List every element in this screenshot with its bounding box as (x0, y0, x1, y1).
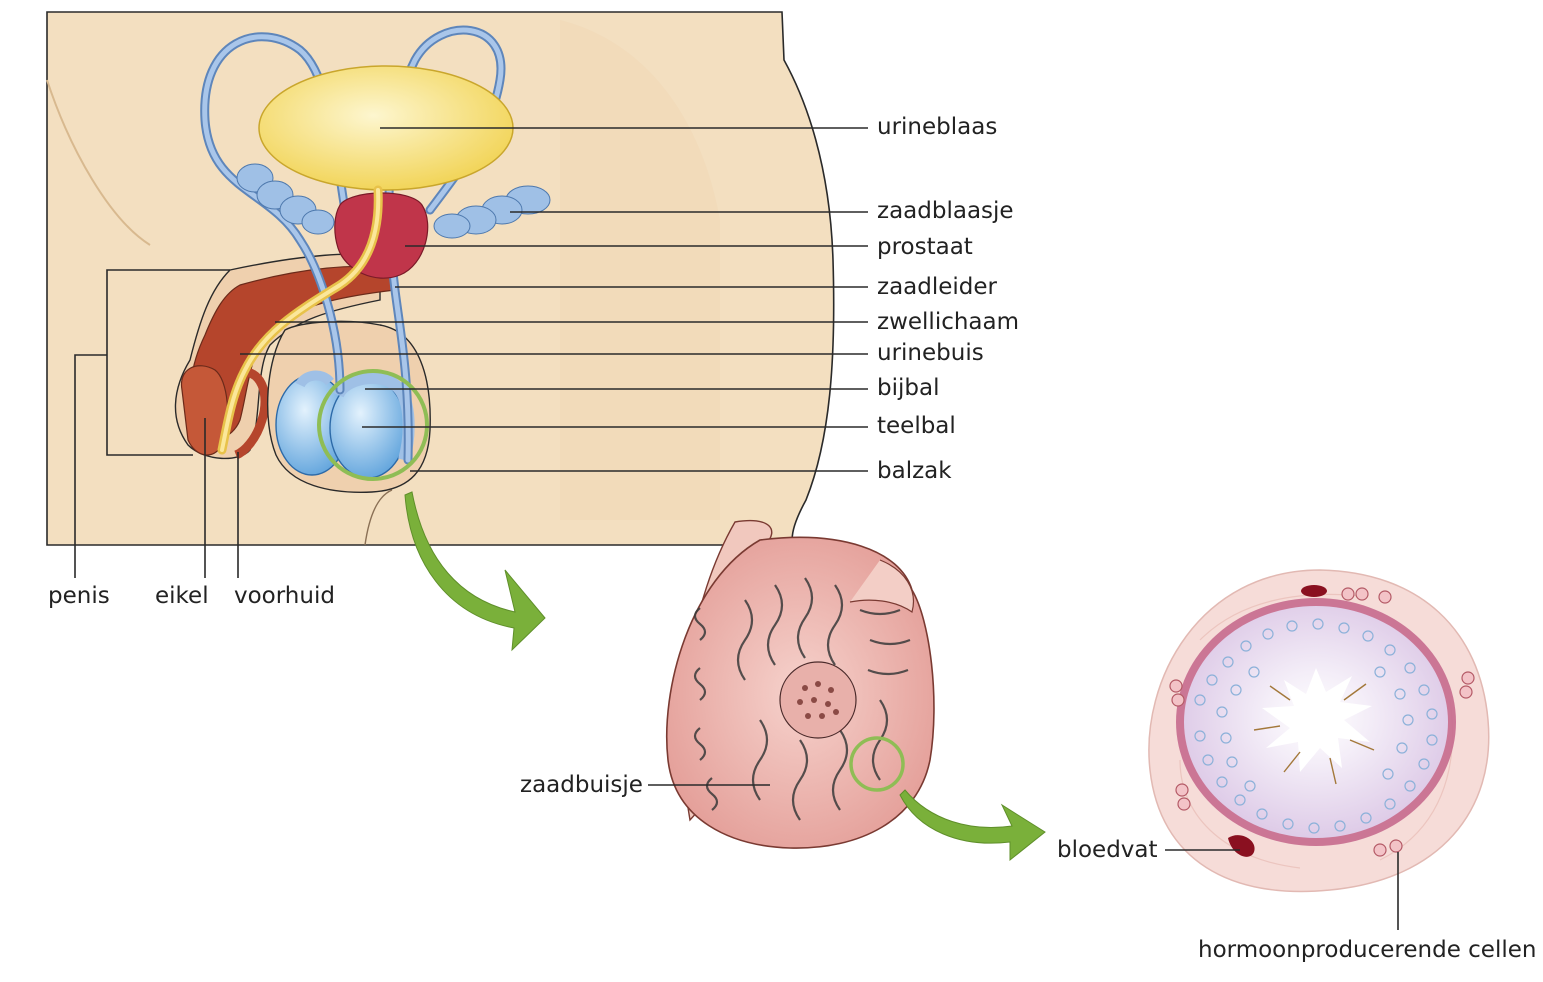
zoom-arrow-2 (899, 789, 1046, 862)
foreskin (234, 367, 270, 460)
label-zaadleider: zaadleider (877, 274, 998, 300)
label-bloedvat: bloedvat (1057, 837, 1158, 863)
label-zaadblaasje: zaadblaasje (877, 198, 1014, 224)
seminiferous-tubule-drawing (1148, 569, 1490, 893)
leader-lines (74, 127, 1399, 930)
zoom-circle-testis (317, 369, 429, 481)
germ-cells (1194, 618, 1438, 834)
zoom-circle-tubule (849, 736, 905, 792)
sperm-cells (1253, 683, 1375, 785)
leg-crease (46, 79, 151, 246)
label-bijbal: bijbal (877, 375, 939, 401)
label-urineblaas: urineblaas (877, 114, 997, 140)
label-zaadbuisje: zaadbuisje (520, 772, 643, 798)
label-eikel: eikel (155, 583, 209, 609)
rete-testis (779, 661, 857, 739)
blood-vessels (1228, 585, 1327, 857)
label-voorhuid: voorhuid (234, 583, 335, 609)
leydig-cells (1169, 587, 1475, 857)
label-penis: penis (48, 583, 110, 609)
lumen-star (1262, 668, 1372, 772)
seminal-vesicle-right (433, 185, 551, 239)
label-prostaat: prostaat (877, 234, 973, 260)
prostate (334, 192, 429, 279)
label-teelbal: teelbal (877, 413, 956, 439)
zoom-arrow-1 (404, 491, 546, 652)
label-hormoonproducerende-cellen: hormoonproducerende cellen (1198, 937, 1536, 963)
label-balzak: balzak (877, 458, 952, 484)
label-zwellichaam: zwellichaam (877, 309, 1019, 335)
labels: urineblaas zaadblaasje prostaat zaadleid… (48, 114, 1536, 963)
seminal-vesicle-left (236, 163, 335, 235)
label-urinebuis: urinebuis (877, 340, 984, 366)
testis-section-drawing (665, 520, 935, 849)
inner-thigh (364, 489, 393, 546)
